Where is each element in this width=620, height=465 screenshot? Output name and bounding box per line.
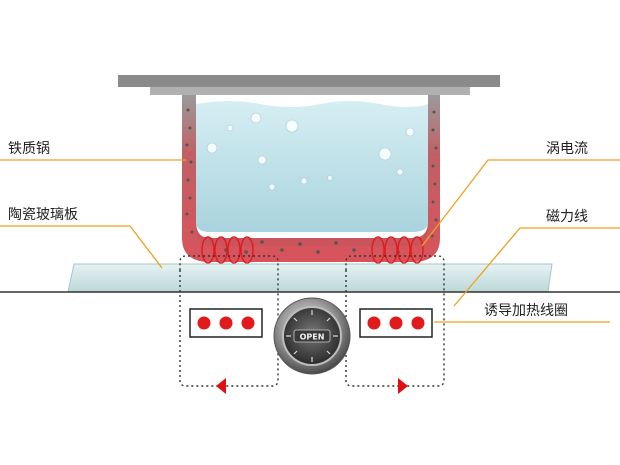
eddy-rings-right bbox=[371, 236, 424, 264]
field-arrow-right bbox=[398, 378, 408, 394]
label-ceramic-glass-plate: 陶瓷玻璃板 bbox=[8, 207, 78, 223]
pot-rim bbox=[118, 75, 500, 87]
leader-lines bbox=[0, 159, 620, 323]
eddy-rings-left bbox=[201, 236, 254, 264]
induction-coil-left bbox=[189, 308, 263, 338]
leader-eddy bbox=[421, 159, 620, 247]
label-eddy-current: 涡电流 bbox=[546, 141, 588, 157]
magnetic-field-lines bbox=[179, 255, 445, 387]
control-knob[interactable]: OPEN bbox=[273, 297, 351, 375]
pot bbox=[118, 75, 500, 264]
knob-text: OPEN bbox=[300, 333, 325, 342]
field-arrow-left bbox=[216, 378, 226, 394]
water bbox=[196, 101, 428, 232]
induction-coil-right bbox=[359, 308, 433, 338]
label-magnetic-lines: 磁力线 bbox=[546, 209, 588, 225]
bubbles bbox=[206, 112, 415, 191]
iron-particles bbox=[185, 108, 438, 254]
leader-glass bbox=[0, 225, 163, 269]
label-iron-pot: 铁质锅 bbox=[8, 141, 50, 157]
leader-magnetic bbox=[453, 227, 620, 307]
ceramic-glass-plate bbox=[67, 263, 553, 293]
label-induction-coil: 诱导加热线圈 bbox=[484, 303, 568, 319]
